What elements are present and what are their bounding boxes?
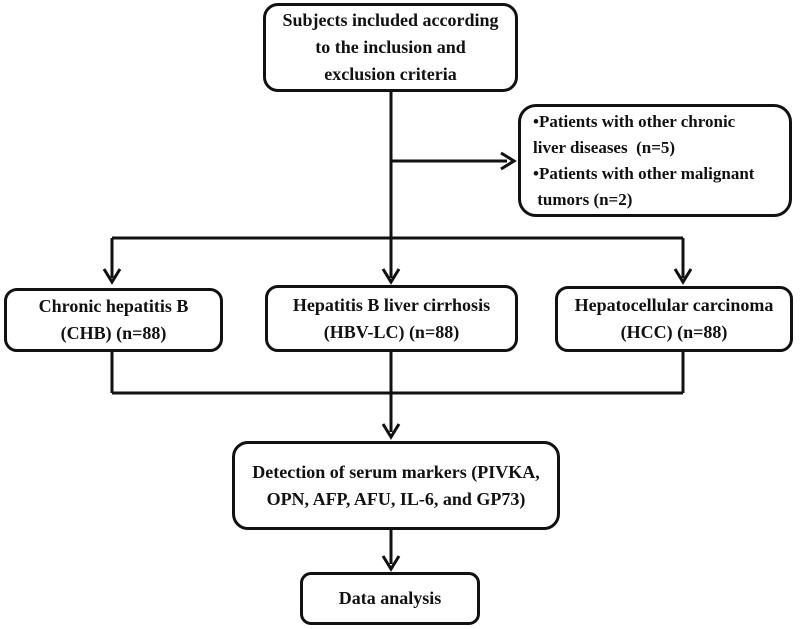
box-analysis: Data analysis <box>300 572 480 625</box>
arrowhead-chb <box>102 268 122 285</box>
box-chb-text: Chronic hepatitis B (CHB) (n=88) <box>38 296 189 343</box>
arrowhead-hcc <box>673 268 693 285</box>
arrowhead-exclusions <box>500 151 517 171</box>
box-analysis-text: Data analysis <box>338 588 442 608</box>
box-hcc: Hepatocellular carcinoma (HCC) (n=88) <box>555 286 793 352</box>
box-hbvlc: Hepatitis B liver cirrhosis (HBV-LC) (n=… <box>265 285 518 352</box>
box-exclusions: •Patients with other chronic liver disea… <box>518 104 792 217</box>
box-detection: Detection of serum markers (PIVKA, OPN, … <box>232 441 560 530</box>
arrowhead-hbvlc <box>381 268 401 285</box>
arrowhead-analysis <box>381 555 401 572</box>
box-exclusions-text: •Patients with other chronic liver disea… <box>533 111 755 209</box>
box-detection-text: Detection of serum markers (PIVKA, OPN, … <box>252 461 540 509</box>
box-hcc-text: Hepatocellular carcinoma (HCC) (n=88) <box>574 295 774 342</box>
box-subjects: Subjects included according to the inclu… <box>263 3 518 92</box>
box-hbvlc-text: Hepatitis B liver cirrhosis (HBV-LC) (n=… <box>292 294 491 342</box>
arrowhead-detection <box>381 423 401 440</box>
box-subjects-text: Subjects included according to the inclu… <box>282 10 499 84</box>
box-chb: Chronic hepatitis B (CHB) (n=88) <box>4 288 223 352</box>
